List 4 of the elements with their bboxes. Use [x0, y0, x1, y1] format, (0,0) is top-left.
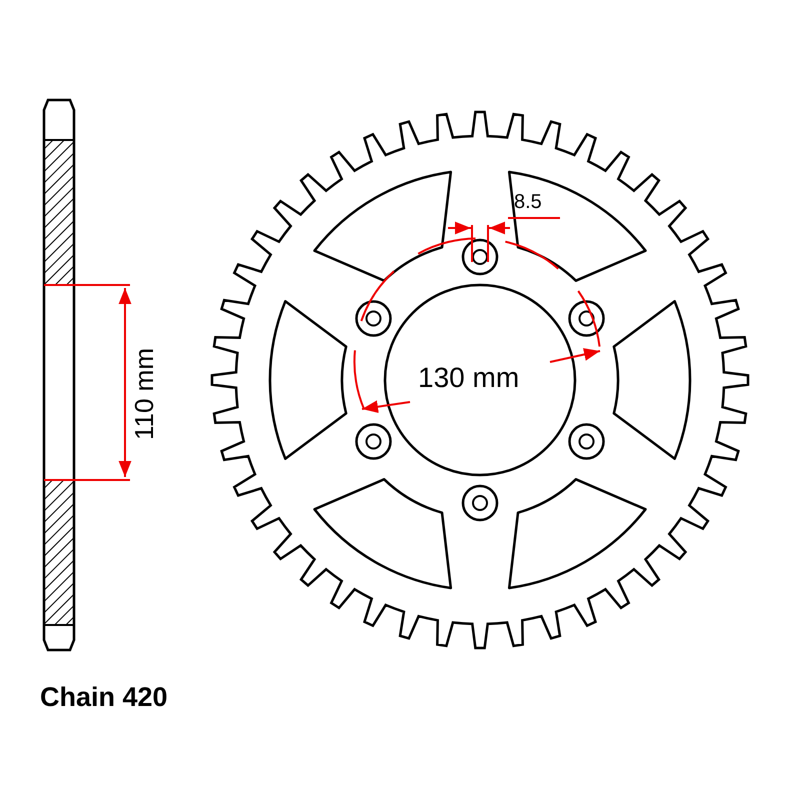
dimension-label: 110 mm — [131, 348, 157, 440]
dimension-label: 8.5 — [514, 192, 542, 212]
dimension-label: 130 mm — [418, 364, 520, 392]
chain-label: Chain 420 — [40, 684, 168, 711]
